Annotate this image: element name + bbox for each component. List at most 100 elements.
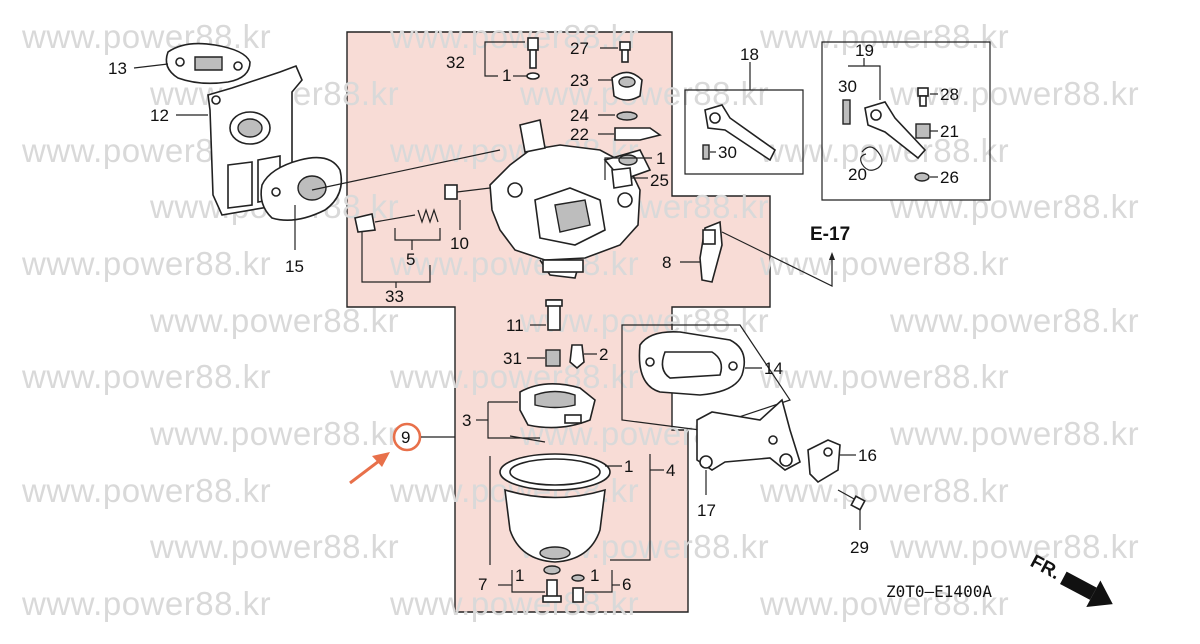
svg-text:www.power88.kr: www.power88.kr: [21, 585, 271, 622]
part-17-bracket[interactable]: [696, 398, 801, 471]
svg-text:www.power88.kr: www.power88.kr: [889, 415, 1139, 452]
svg-text:www.power88.kr: www.power88.kr: [759, 245, 1009, 282]
part-30-pin-right[interactable]: [842, 99, 851, 125]
part-3-float[interactable]: [519, 383, 596, 429]
svg-text:www.power88.kr: www.power88.kr: [21, 358, 271, 395]
svg-text:www.power88.kr: www.power88.kr: [149, 528, 399, 565]
part-1-washer-top[interactable]: [526, 72, 540, 80]
part-21-collar[interactable]: [915, 123, 931, 139]
part-5-pilot-screw[interactable]: [354, 208, 439, 233]
svg-text:www.power88.kr: www.power88.kr: [889, 528, 1139, 565]
callout-16[interactable]: 16: [858, 446, 877, 465]
svg-text:www.power88.kr: www.power88.kr: [389, 18, 639, 55]
svg-text:www.power88.kr: www.power88.kr: [889, 188, 1139, 225]
part-26-washer[interactable]: [914, 172, 930, 182]
callout-26[interactable]: 26: [940, 168, 959, 187]
svg-text:www.power88.kr: www.power88.kr: [759, 472, 1009, 509]
callout-5[interactable]: 5: [406, 250, 415, 269]
svg-text:www.power88.kr: www.power88.kr: [149, 415, 399, 452]
svg-text:www.power88.kr: www.power88.kr: [759, 585, 1009, 622]
svg-text:www.power88.kr: www.power88.kr: [889, 302, 1139, 339]
part-29-screw[interactable]: [837, 489, 866, 511]
part-30-pin-left[interactable]: [702, 144, 710, 160]
diagram-code: Z0T0—E1400A: [886, 582, 992, 601]
svg-text:www.power88.kr: www.power88.kr: [519, 75, 769, 112]
callout-1-right[interactable]: 1: [656, 149, 665, 168]
part-14-outline: [621, 324, 791, 431]
part-22-lever[interactable]: [614, 127, 662, 141]
part-13-gasket[interactable]: [165, 42, 251, 85]
callout-14[interactable]: 14: [764, 359, 783, 378]
callout-24[interactable]: 24: [570, 106, 589, 125]
part-19-throttle-lever[interactable]: [864, 101, 927, 160]
svg-text:www.power88.kr: www.power88.kr: [759, 132, 1009, 169]
callout-1-gasket[interactable]: 1: [624, 457, 633, 476]
svg-text:www.power88.kr: www.power88.kr: [389, 585, 639, 622]
part-4-float-chamber[interactable]: [499, 453, 611, 563]
callout-1-bottom-right[interactable]: 1: [590, 566, 599, 585]
part-27-screw[interactable]: [619, 41, 631, 63]
callout-22[interactable]: 22: [570, 125, 589, 144]
svg-text:www.power88.kr: www.power88.kr: [149, 302, 399, 339]
callout-1-top[interactable]: 1: [502, 66, 511, 85]
callout-32[interactable]: 32: [446, 53, 465, 72]
callout-11[interactable]: 11: [506, 316, 524, 335]
callout-4[interactable]: 4: [666, 461, 675, 480]
part-32-screw[interactable]: [527, 37, 539, 69]
callout-20[interactable]: 20: [848, 165, 867, 184]
callout-30-right[interactable]: 30: [838, 77, 857, 96]
part-23-cover[interactable]: [611, 71, 643, 101]
svg-text:www.power88.kr: www.power88.kr: [21, 472, 271, 509]
part-19-box: [821, 41, 991, 201]
svg-text:www.power88.kr: www.power88.kr: [389, 358, 639, 395]
part-18-choke-lever[interactable]: [704, 104, 777, 162]
part-25-screw[interactable]: [611, 167, 633, 189]
callout-31[interactable]: 31: [503, 349, 522, 368]
part-10-screw[interactable]: [444, 184, 491, 200]
callout-25[interactable]: 25: [650, 171, 669, 190]
carburetor-body[interactable]: [489, 119, 652, 279]
callout-15[interactable]: 15: [285, 257, 304, 276]
part-24-oring[interactable]: [616, 111, 638, 121]
part-14-gasket[interactable]: [638, 330, 746, 396]
part-11-emulsion-tube[interactable]: [545, 299, 563, 331]
orange-arrow: [349, 452, 390, 485]
callout-18[interactable]: 18: [740, 45, 759, 64]
callout-21[interactable]: 21: [940, 122, 959, 141]
svg-text:www.power88.kr: www.power88.kr: [759, 358, 1009, 395]
callout-17[interactable]: 17: [697, 501, 716, 520]
part-31-main-jet[interactable]: [545, 349, 561, 367]
callout-12[interactable]: 12: [150, 106, 169, 125]
part-float-pin[interactable]: [509, 435, 546, 443]
callout-19[interactable]: 19: [855, 41, 874, 60]
callout-7[interactable]: 7: [478, 575, 487, 594]
part-2-float-valve[interactable]: [569, 344, 585, 370]
callout-13[interactable]: 13: [108, 59, 127, 78]
callout-8[interactable]: 8: [662, 253, 671, 272]
part-20-spring[interactable]: [860, 146, 883, 171]
part-28-screw[interactable]: [917, 87, 929, 107]
callout-33[interactable]: 33: [385, 287, 404, 306]
reference-e17[interactable]: E-17: [810, 224, 850, 245]
part-8-bracket[interactable]: [699, 220, 723, 283]
callout-1-bottom-left[interactable]: 1: [515, 566, 524, 585]
callout-3[interactable]: 3: [462, 411, 471, 430]
part-9-highlight-circle: [392, 422, 422, 452]
callout-6[interactable]: 6: [622, 575, 631, 594]
part-6-screw[interactable]: [571, 574, 585, 603]
callout-30-left[interactable]: 30: [718, 143, 737, 162]
callout-23[interactable]: 23: [570, 71, 589, 90]
part-18-box: [684, 89, 804, 175]
part-1-oring-right[interactable]: [618, 154, 638, 166]
callout-28[interactable]: 28: [940, 85, 959, 104]
callout-27[interactable]: 27: [570, 39, 589, 58]
callout-29[interactable]: 29: [850, 538, 869, 557]
callout-9[interactable]: 9: [401, 428, 410, 447]
callout-2[interactable]: 2: [599, 345, 608, 364]
part-7-bolt[interactable]: [542, 565, 562, 603]
part-16-clip[interactable]: [807, 439, 841, 484]
svg-text:www.power88.kr: www.power88.kr: [21, 245, 271, 282]
callout-10[interactable]: 10: [450, 234, 469, 253]
part-15-gasket[interactable]: [260, 156, 343, 221]
